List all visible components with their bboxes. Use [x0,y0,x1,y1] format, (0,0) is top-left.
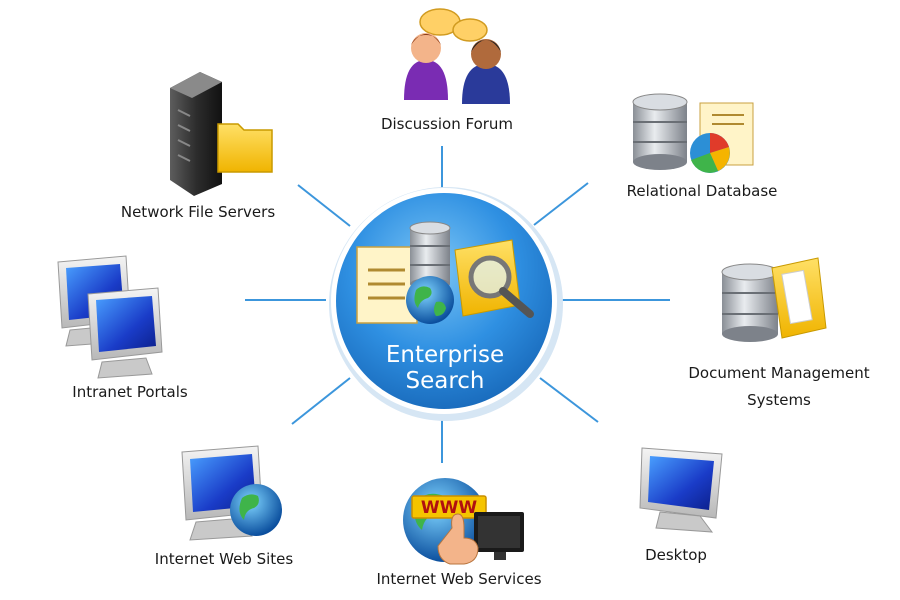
label-relational-database: Relational Database [626,182,778,200]
database-folder-icon [721,257,827,342]
monitor-globe-icon [181,445,282,541]
label-desktop: Desktop [645,546,707,564]
hub-title-line1: Enterprise [385,342,505,368]
hub-title-line2: Search [405,368,485,394]
svg-text:WWW: WWW [421,498,478,518]
label-internet-web-services: Internet Web Services [376,570,542,588]
label-internet-web-sites: Internet Web Sites [154,550,294,568]
database-chart-icon [632,93,754,173]
label-document-management-line1: Document Management [688,364,870,382]
connector-relational-database [533,182,589,226]
people-chat-icon [404,8,510,104]
server-folder-icon [170,72,273,196]
search-document-database-globe-icon [356,221,534,324]
enterprise-search-hub [329,187,563,421]
label-document-management-line2: Systems [747,391,811,409]
connector-desktop [539,377,599,423]
label-intranet-portals: Intranet Portals [72,383,188,401]
label-network-file-servers: Network File Servers [120,203,276,221]
www-hand-monitor-icon: WWW [403,478,524,565]
connector-internet-web-sites [291,377,351,425]
connector-network-file-servers [297,184,351,227]
monitor-icon [639,447,723,533]
two-monitors-icon [57,255,163,379]
connectors [245,146,670,463]
label-discussion-forum: Discussion Forum [380,115,514,133]
